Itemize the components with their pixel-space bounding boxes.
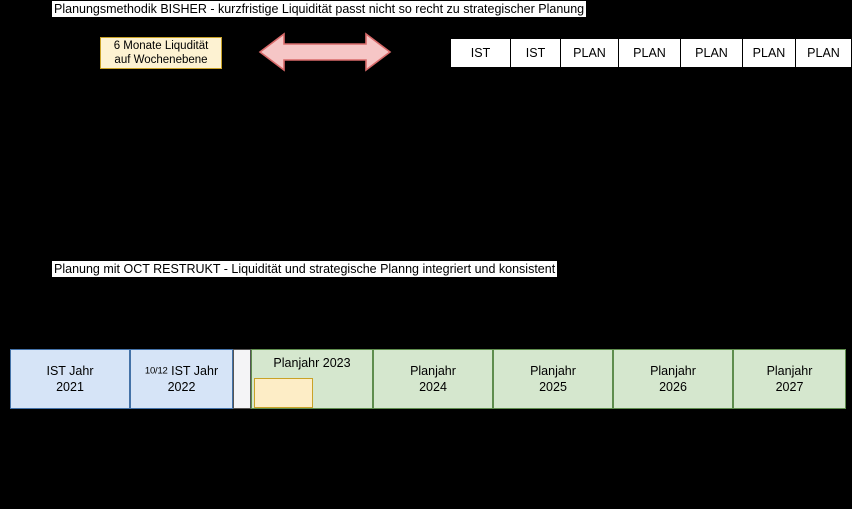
liquidity-callout-box: 6 Monate Liqudität auf Wochenebene <box>100 37 222 69</box>
phase-cell-label: IST <box>470 46 491 60</box>
timeline-cell-planjahr-2026: Planjahr 2026 <box>613 349 733 409</box>
phase-cell-label: PLAN <box>752 46 786 60</box>
timeline-cell-label-bottom: 2025 <box>539 380 567 394</box>
liquidity-inset-box <box>254 378 313 408</box>
phase-cell-ist-0: IST <box>451 39 511 67</box>
phase-cell-label: PLAN <box>695 46 728 60</box>
timeline-cell-label-bottom: 2024 <box>419 380 447 394</box>
timeline-cell-label-bottom: 2026 <box>659 380 687 394</box>
timeline-cell-label-top: Planjahr 2023 <box>273 356 351 370</box>
phase-cell-plan-4: PLAN <box>681 39 743 67</box>
double-headed-arrow-icon <box>258 31 392 73</box>
heading-bisher: Planungsmethodik BISHER - kurzfristige L… <box>51 0 588 18</box>
timeline-cell-label-top: Planjahr <box>766 364 813 378</box>
phase-cell-plan-3: PLAN <box>619 39 681 67</box>
timeline-cell-planjahr-2023: Planjahr 2023 <box>251 349 373 409</box>
phase-cell-plan-6: PLAN <box>796 39 851 67</box>
timeline-cell-label-bottom: 2022 <box>167 380 196 395</box>
integrated-timeline: IST Jahr 2021 10/12 IST Jahr 2022 Planjahr 2… <box>10 349 846 409</box>
timeline-cell-planjahr-2027: Planjahr 2027 <box>733 349 846 409</box>
phase-cell-label: PLAN <box>573 46 606 60</box>
phase-strip: IST IST PLAN PLAN PLAN PLAN PLAN <box>450 38 852 68</box>
timeline-cell-label-top: 10/12 IST Jahr <box>144 363 219 378</box>
timeline-cell-spacer <box>233 349 251 409</box>
timeline-cell-ist-2022: 10/12 IST Jahr 2022 <box>130 349 233 409</box>
timeline-cell-ist-2021: IST Jahr 2021 <box>10 349 130 409</box>
phase-cell-label: PLAN <box>807 46 840 60</box>
timeline-cell-label-top: Planjahr <box>530 364 576 378</box>
timeline-cell-label-top: IST Jahr <box>46 364 94 378</box>
liquidity-callout-line1: 6 Monate Liqudität <box>113 40 209 52</box>
liquidity-callout-line2: auf Wochenebene <box>114 54 208 66</box>
timeline-cell-label-top: Planjahr <box>650 364 696 378</box>
phase-cell-plan-2: PLAN <box>561 39 619 67</box>
timeline-cell-label-bottom: 2027 <box>775 380 804 394</box>
timeline-cell-label-bottom: 2021 <box>56 380 84 394</box>
phase-cell-label: IST <box>525 46 546 60</box>
phase-cell-ist-1: IST <box>511 39 561 67</box>
timeline-cell-planjahr-2024: Planjahr 2024 <box>373 349 493 409</box>
phase-cell-label: PLAN <box>633 46 666 60</box>
timeline-cell-label-top: Planjahr <box>410 364 456 378</box>
phase-cell-plan-5: PLAN <box>743 39 796 67</box>
timeline-cell-planjahr-2025: Planjahr 2025 <box>493 349 613 409</box>
heading-oct-restrukt: Planung mit OCT RESTRUKT - Liquidität un… <box>51 260 559 278</box>
timeline-cell-fraction: 10/12 <box>144 365 168 377</box>
